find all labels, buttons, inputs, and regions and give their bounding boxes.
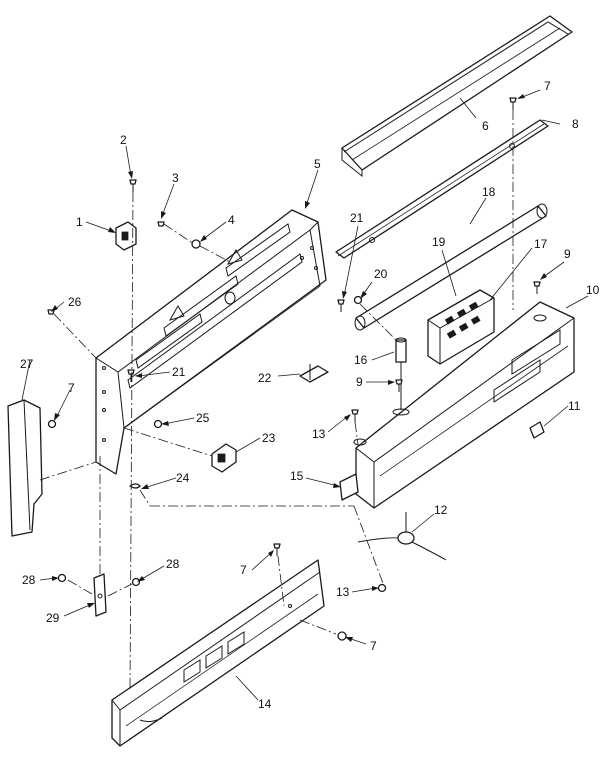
callout-7: 7 bbox=[544, 79, 551, 93]
callout-8: 8 bbox=[572, 117, 579, 131]
callout-9: 9 bbox=[564, 247, 571, 261]
callout-18: 18 bbox=[482, 185, 496, 199]
callout-13: 13 bbox=[336, 585, 350, 599]
part-8-rail bbox=[335, 119, 549, 259]
callout-29: 29 bbox=[46, 611, 60, 625]
part-15-bracket bbox=[339, 473, 359, 501]
callout-22: 22 bbox=[258, 371, 272, 385]
callout-9: 9 bbox=[356, 375, 363, 389]
part-11-clip bbox=[529, 421, 545, 439]
callout-16: 16 bbox=[354, 353, 368, 367]
callout-labels: 1 2 3 4 5 6 7 8 9 10 21 18 19 17 20 26 2… bbox=[20, 79, 600, 711]
callout-12: 12 bbox=[434, 503, 448, 517]
part-6-top-trim bbox=[341, 15, 573, 178]
callout-25: 25 bbox=[196, 411, 210, 425]
callout-6: 6 bbox=[482, 119, 489, 133]
part-29-bracket bbox=[93, 573, 107, 617]
part-23-bracket bbox=[211, 443, 237, 473]
callout-21: 21 bbox=[172, 365, 186, 379]
callout-10: 10 bbox=[586, 283, 600, 297]
callout-15: 15 bbox=[290, 469, 304, 483]
callout-28: 28 bbox=[22, 573, 36, 587]
part-22-bracket bbox=[299, 364, 329, 383]
callout-24: 24 bbox=[176, 471, 190, 485]
callout-28: 28 bbox=[166, 557, 180, 571]
callout-5: 5 bbox=[314, 157, 321, 171]
part-14-lower-panel bbox=[111, 559, 325, 747]
callout-17: 17 bbox=[534, 237, 548, 251]
callout-21: 21 bbox=[350, 211, 364, 225]
part-18-tube bbox=[354, 203, 548, 331]
callout-23: 23 bbox=[262, 431, 276, 445]
callout-7: 7 bbox=[370, 639, 377, 653]
callout-13: 13 bbox=[312, 427, 326, 441]
callout-1: 1 bbox=[76, 215, 83, 229]
part-10-upper-panel bbox=[353, 301, 575, 509]
callout-7: 7 bbox=[68, 381, 75, 395]
callout-2: 2 bbox=[120, 133, 127, 147]
callout-7: 7 bbox=[240, 563, 247, 577]
part-19-switch-module bbox=[427, 289, 495, 365]
part-12-wire bbox=[357, 512, 447, 561]
part-5-back-frame bbox=[95, 209, 327, 475]
callout-11: 11 bbox=[568, 399, 581, 413]
callout-3: 3 bbox=[172, 171, 179, 185]
callout-14: 14 bbox=[258, 697, 272, 711]
leader-lines bbox=[21, 89, 589, 701]
callout-27: 27 bbox=[20, 357, 34, 371]
callout-4: 4 bbox=[228, 213, 235, 227]
assembly-guide-lines bbox=[39, 110, 514, 691]
callout-19: 19 bbox=[432, 235, 446, 249]
part-27-side-panel bbox=[7, 399, 43, 537]
callout-26: 26 bbox=[68, 295, 82, 309]
part-1-clip bbox=[115, 221, 137, 251]
part-16-post bbox=[392, 337, 410, 416]
callout-20: 20 bbox=[374, 267, 388, 281]
